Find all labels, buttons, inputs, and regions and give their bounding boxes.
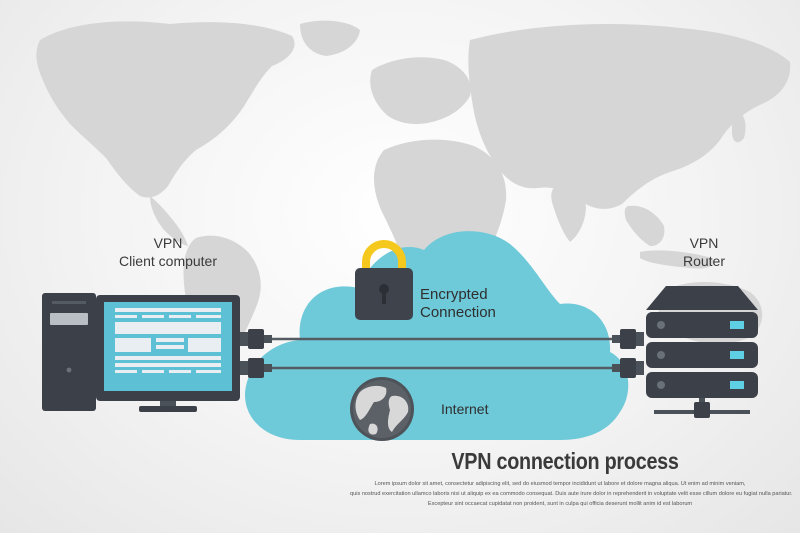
tower-drive-bay: [50, 313, 88, 325]
computer-tower: [42, 293, 96, 411]
router-title: VPN: [689, 235, 719, 251]
vpn-cables: [272, 337, 612, 370]
map-central-america: [150, 196, 188, 246]
map-japan: [732, 110, 746, 143]
map-greenland: [300, 20, 360, 56]
router-plugs: [612, 329, 644, 378]
client-computer: [42, 293, 240, 412]
router-unit-3: [646, 372, 758, 398]
encrypted-connection-label: Encrypted Connection: [420, 286, 496, 321]
caption-line-2: quis nostrud exercitation ullamco labori…: [350, 491, 793, 497]
client-plugs: [240, 329, 272, 378]
padlock-icon: [355, 240, 413, 320]
client-subtitle: Client computer: [118, 253, 218, 269]
monitor-neck: [160, 401, 176, 408]
client-title: VPN: [153, 235, 183, 251]
map-indonesia: [640, 250, 714, 269]
internet-label: Internet: [441, 401, 489, 417]
router-unit-1: [646, 312, 758, 338]
globe-icon: [350, 377, 414, 441]
router-unit-2: [646, 342, 758, 368]
map-se-asia: [624, 205, 665, 246]
router-top: [646, 286, 758, 310]
cloud-group: [245, 231, 629, 440]
tower-power-led: [66, 367, 72, 373]
page-title: VPN connection process: [451, 448, 679, 474]
map-europe: [370, 57, 471, 125]
internet-cloud: [245, 231, 629, 440]
map-asia: [468, 24, 791, 209]
caption-line-3: Excepteur sint occaecat cupidatat non pr…: [427, 501, 693, 507]
map-north-america: [36, 21, 295, 198]
map-india: [551, 185, 586, 242]
caption-line-1: Lorem ipsum dolor sit amet, consectetur …: [374, 481, 746, 487]
router-subtitle: Router: [682, 253, 726, 269]
monitor-base: [139, 406, 197, 412]
vpn-router: [646, 286, 758, 418]
